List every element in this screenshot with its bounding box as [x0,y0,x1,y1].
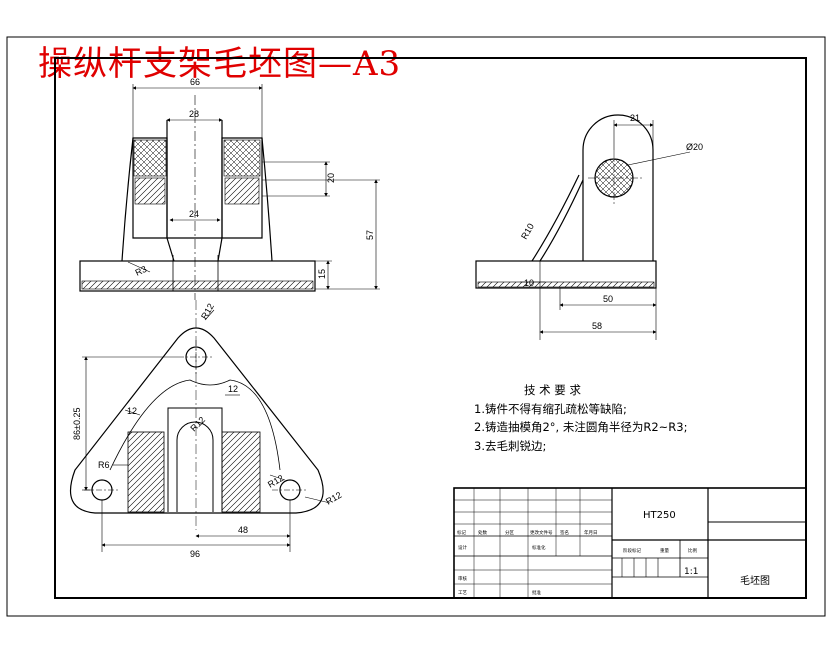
dim-r12-top: R12 [199,302,216,321]
dim-20: 20 [326,173,336,183]
material-label: HT250 [643,510,676,521]
tb-label: 比例 [688,547,697,554]
requirement-3: 3.去毛刺锐边; [474,439,546,453]
dim-r6: R6 [98,460,110,470]
dim-28: 28 [189,109,199,119]
dim-r12-br: R12 [266,473,285,490]
dim-96: 96 [190,549,200,559]
dim-r3: R3 [134,264,149,278]
dim-phi20: Ø20 [686,142,703,152]
dim-15: 15 [317,269,327,279]
tb-label: 标准化 [532,544,546,551]
tb-label: 阶段标记 [623,547,641,554]
front-base [79,260,316,292]
dim-r12-slot: R12 [188,415,207,434]
dim-tolerance: 86±0.25 [72,408,82,440]
drawing-heading: 操纵杆支架毛坯图—A3 [38,44,402,84]
dim-48: 48 [238,525,248,535]
top-outline [69,327,324,514]
top-view-dims [82,309,331,552]
top-view [69,300,324,530]
title-block-small-labels: 标记 处数 分区 更改文件号 签名 年月日 设计 标准化 阶段标记 重量 比例 … [457,529,697,596]
dim-24: 24 [189,209,199,219]
tb-label: 年月日 [584,529,598,536]
front-view [79,95,316,300]
tb-label: 批准 [532,589,541,596]
side-view-dims [520,120,691,340]
requirement-1: 1.铸件不得有缩孔疏松等缺陷; [474,402,627,416]
drawing-name: 毛坯图 [740,575,770,587]
front-view-dims [127,84,380,290]
tb-label: 分区 [505,529,514,536]
tb-label: 处数 [478,529,487,536]
dim-66: 66 [190,77,200,87]
dim-r10: R10 [519,222,536,241]
dim-10: 10 [524,278,534,288]
tb-label: 审核 [458,575,467,582]
tb-label: 更改文件号 [530,529,553,536]
technical-requirements: 技 术 要 求 1.铸件不得有缩孔疏松等缺陷; 2.铸造抽模角2°, 未注圆角半… [474,383,687,453]
tb-label: 重量 [660,547,669,554]
requirements-title: 技 术 要 求 [524,383,581,397]
side-view [475,114,657,289]
tb-label: 签名 [560,529,569,536]
tb-label: 标记 [457,529,466,536]
outer-frame [6,36,826,617]
requirement-2: 2.铸造抽模角2°, 未注圆角半径为R2~R3; [474,420,687,434]
dim-58: 58 [592,321,602,331]
side-base [475,260,657,289]
drawing-border [54,57,807,599]
dim-57: 57 [365,230,375,240]
dim-50: 50 [603,294,613,304]
tb-label: 设计 [458,544,467,551]
side-upright [582,114,654,261]
dim-21: 21 [630,113,640,123]
dim-r12-br2: R12 [324,490,343,507]
dim-12-right: 12 [228,384,238,394]
scale-label: 1:1 [684,567,698,577]
title-block [453,487,807,599]
tb-label: 工艺 [458,590,467,596]
dim-12-left: 12 [127,406,137,416]
